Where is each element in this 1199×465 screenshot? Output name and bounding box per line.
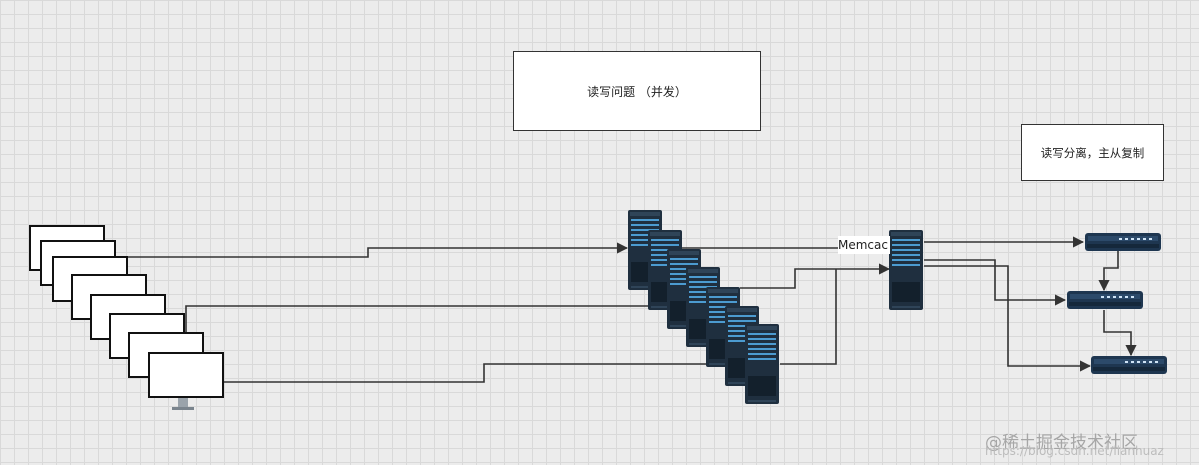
watermark-site: @稀土掘金技术社区 — [985, 433, 1138, 453]
note-read-write-concurrency: 读写问题 （并发） — [513, 51, 761, 131]
server-icon — [745, 324, 779, 404]
db-slave-1-switch-icon — [1067, 291, 1143, 309]
note-read-write-split: 读写分离，主从复制 — [1021, 124, 1164, 181]
memcache-to-db-slave-1-arrow — [924, 259, 1067, 306]
note-split-text: 读写分离，主从复制 — [1040, 145, 1145, 160]
db-master-switch-icon — [1085, 233, 1161, 251]
db-slave-2-switch-icon — [1091, 356, 1167, 374]
memcache-server-icon — [889, 230, 923, 310]
memcache-to-db-slave-2-arrow — [924, 265, 1092, 372]
monitor-icon — [148, 352, 224, 398]
note-read-write-text: 读写问题 （并发） — [587, 84, 687, 99]
server-to-memcache-line-3 — [780, 269, 837, 365]
memcache-label: Memcac — [838, 236, 890, 254]
connectors — [104, 236, 1137, 383]
db-slave-1-to-slave-2-arrow — [1103, 310, 1137, 357]
client-to-server-1-arrow — [104, 242, 629, 258]
monitor-stand-icon — [178, 398, 188, 408]
client-to-server-2-line — [185, 305, 660, 333]
monitor-base-icon — [172, 407, 194, 410]
client-group — [29, 225, 224, 410]
client-to-server-3-line — [222, 363, 740, 383]
db-master-to-slave-1-arrow — [1098, 251, 1119, 292]
app-server-group — [628, 210, 779, 404]
server-to-memcache-arrow — [740, 263, 891, 289]
watermark-url: https://blog.csdn.net/lianhuaz — [985, 444, 1164, 458]
